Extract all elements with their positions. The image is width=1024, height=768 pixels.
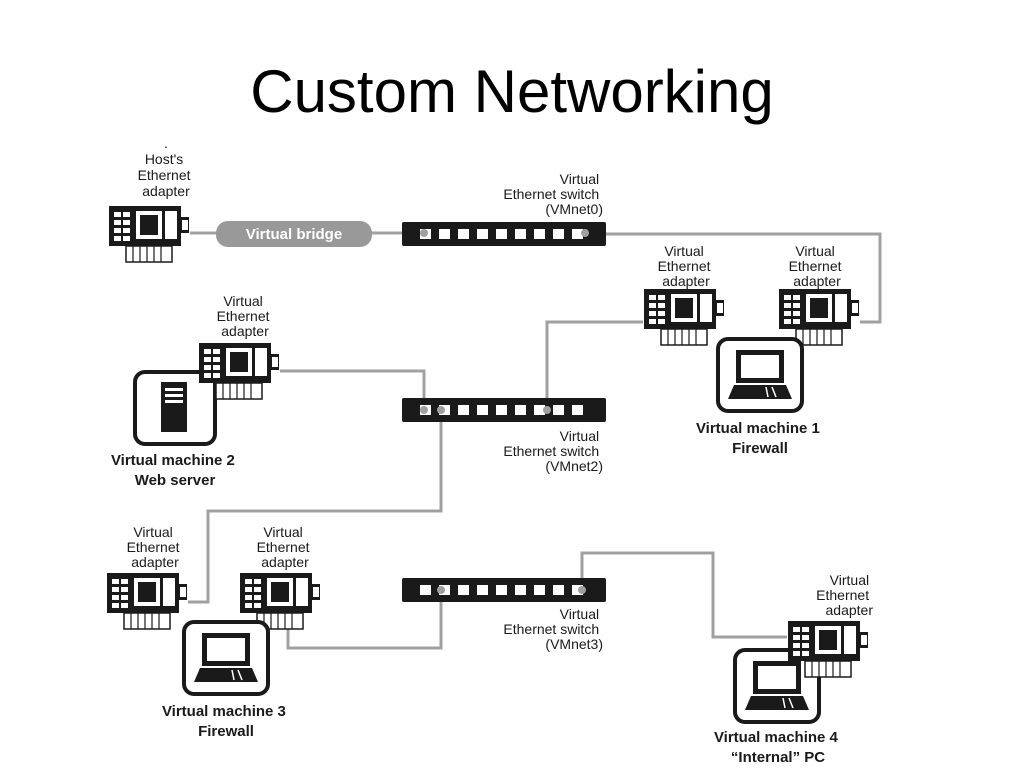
- vmnet0-port-vm1: [581, 229, 589, 237]
- vm1-inner-adapter-icon: [643, 288, 725, 346]
- vmnet3-port-vm3: [437, 586, 445, 594]
- vm3-outer-adapter-icon: [106, 572, 188, 630]
- switch-vmnet0-label: Virtual Ethernet switch (VMnet0): [503, 171, 603, 217]
- virtual-bridge-label: Virtual bridge: [246, 226, 342, 243]
- vm1-laptop-icon: [716, 337, 804, 413]
- virtual-bridge-pill: [216, 221, 372, 247]
- cable-vmnet0-vm1-outer-adapter: [586, 232, 882, 324]
- vm3-group: Virtual Ethernet adapter Virtual Etherne…: [106, 524, 321, 740]
- cable-vm3-inner-adapter-vmnet3: [286, 590, 443, 650]
- vm3-outer-adapter-label: Virtual Ethernet adapter: [127, 524, 184, 570]
- vm2-adapter-label: Virtual Ethernet adapter: [217, 293, 274, 339]
- cable-vmnet2-vm3-outer-adapter: [188, 410, 443, 604]
- switch-vmnet2-label: Virtual Ethernet switch (VMnet2): [503, 428, 603, 474]
- port-connectors: [420, 229, 589, 594]
- switch-vmnet0-icon: [402, 222, 606, 246]
- host-adapter-dot: .: [164, 135, 168, 151]
- vmnet0-port-bridge: [420, 229, 428, 237]
- vm4-group: Virtual Ethernet adapter Virtual machine…: [714, 572, 873, 766]
- network-cables: [188, 231, 882, 650]
- switch-vmnet0-group: Virtual Ethernet switch (VMnet0): [402, 171, 606, 246]
- switch-vmnet2-icon: [402, 398, 606, 422]
- vm4-label: Virtual machine 4 “Internal” PC: [714, 729, 842, 766]
- host-ethernet-adapter-icon: [108, 205, 190, 263]
- cable-vmnet3-vm4-adapter: [580, 551, 787, 639]
- switch-vmnet3-label: Virtual Ethernet switch (VMnet3): [503, 606, 603, 652]
- vm3-inner-adapter-label: Virtual Ethernet adapter: [257, 524, 314, 570]
- slide-title: Custom Networking: [250, 58, 774, 125]
- switch-vmnet3-group: Virtual Ethernet switch (VMnet3): [402, 578, 606, 652]
- cable-vm1-inner-adapter-vmnet2: [545, 320, 643, 410]
- cable-vm2-adapter-vmnet2: [280, 369, 426, 410]
- vm1-group: Virtual Ethernet adapter Virtual Etherne…: [643, 243, 860, 457]
- vm2-group: Virtual Ethernet adapter Virtual machine…: [111, 293, 280, 489]
- vm1-outer-adapter-label: Virtual Ethernet adapter: [789, 243, 846, 289]
- switch-vmnet2-group: Virtual Ethernet switch (VMnet2): [402, 398, 606, 474]
- vmnet3-port-vm4: [578, 586, 586, 594]
- host-adapter-label: Host's Ethernet adapter: [138, 151, 195, 199]
- vmnet2-port-vm1: [543, 406, 551, 414]
- vm2-label: Virtual machine 2 Web server: [111, 452, 239, 489]
- vm4-adapter-label: Virtual Ethernet adapter: [816, 572, 873, 618]
- vm3-laptop-icon: [182, 620, 270, 696]
- vm1-inner-adapter-label: Virtual Ethernet adapter: [658, 243, 715, 289]
- vm3-label: Virtual machine 3 Firewall: [162, 703, 290, 740]
- vmnet2-port-vm3: [437, 406, 445, 414]
- vm1-outer-adapter-icon: [778, 288, 860, 346]
- virtual-bridge: Virtual bridge: [216, 221, 372, 247]
- vm1-label: Virtual machine 1 Firewall: [696, 420, 824, 457]
- vmnet2-port-vm2: [420, 406, 428, 414]
- switch-vmnet3-icon: [402, 578, 606, 602]
- host-adapter-group: . Host's Ethernet adapter: [108, 135, 195, 263]
